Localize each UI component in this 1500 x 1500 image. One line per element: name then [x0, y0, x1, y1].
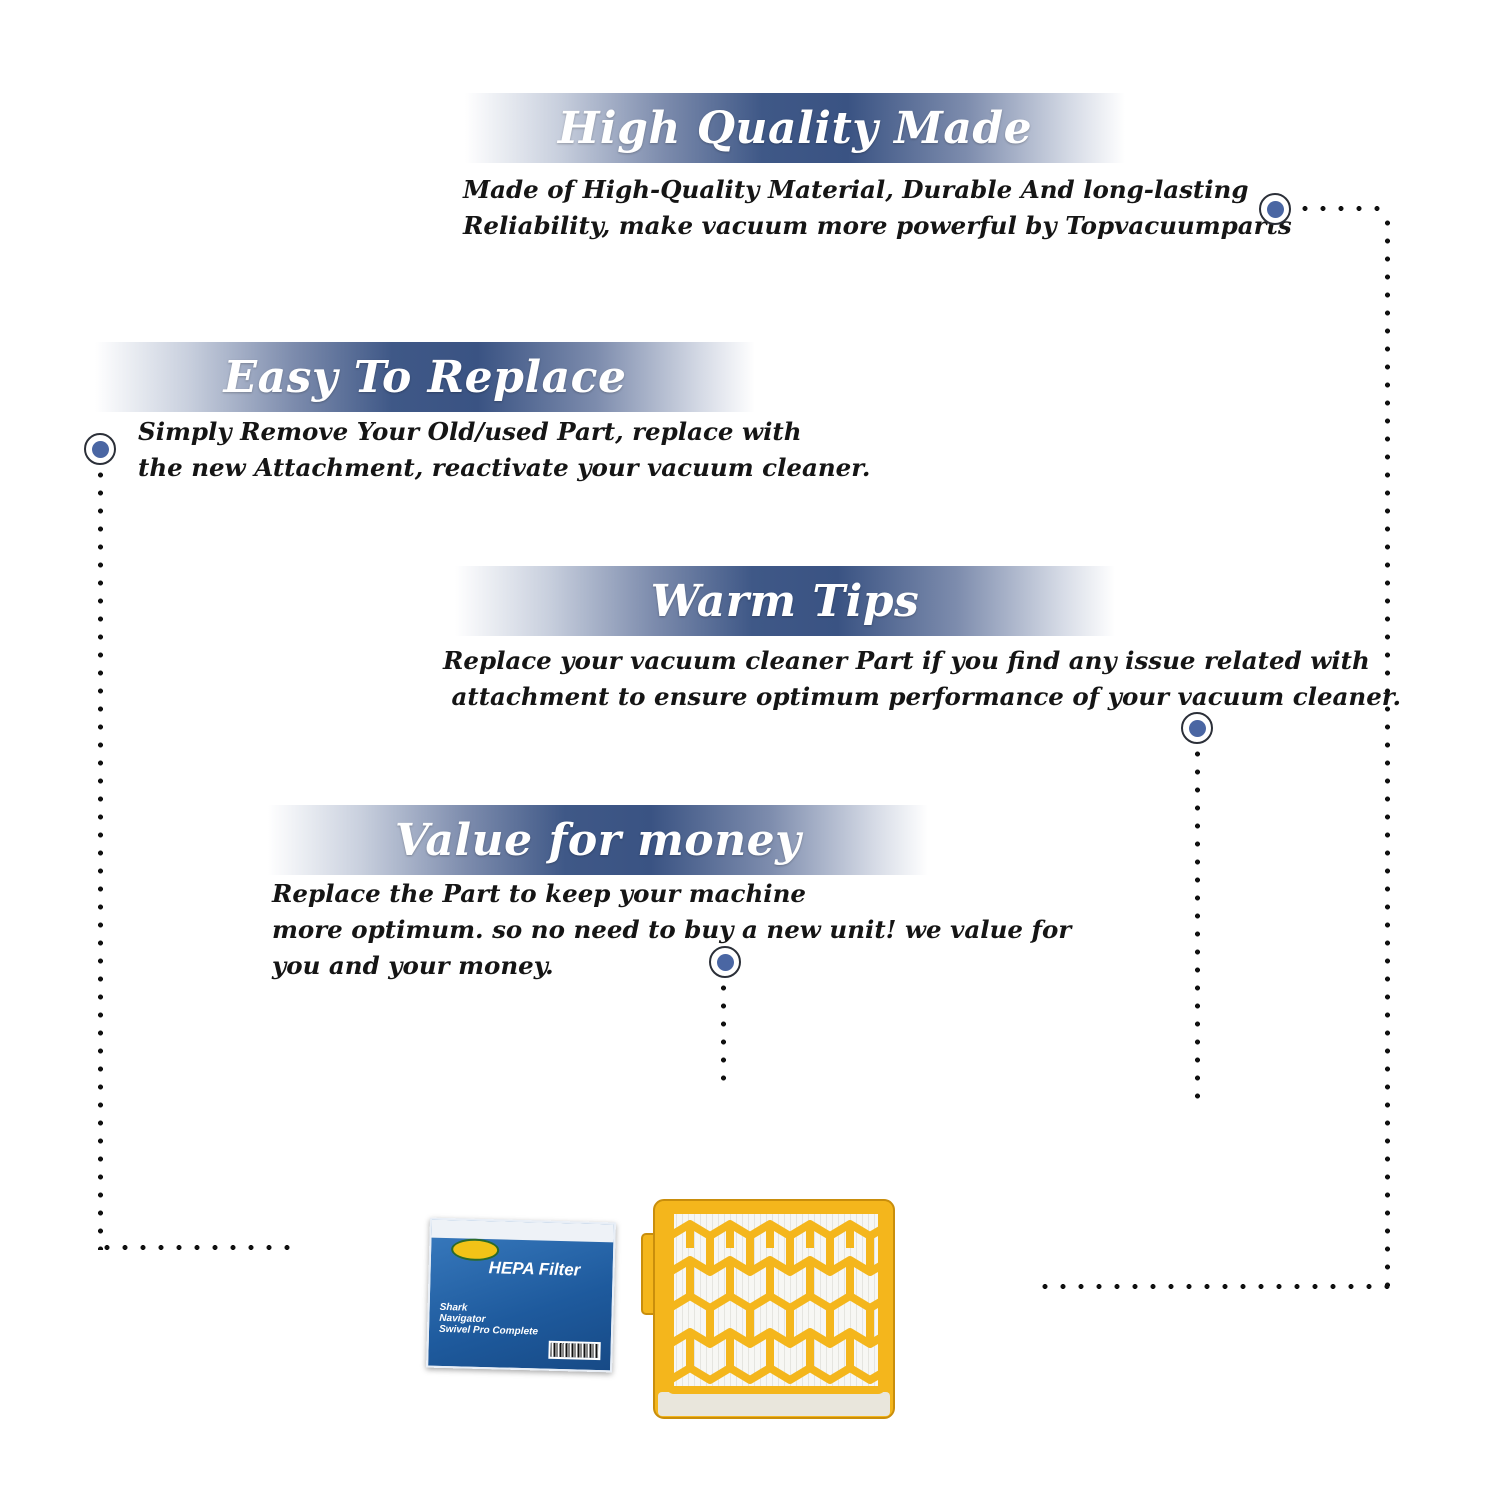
banner-warm-tips: Warm Tips — [455, 566, 1115, 636]
banner-easy-replace: Easy To Replace — [95, 342, 755, 412]
dotted-connector — [98, 466, 103, 1250]
description-line: Replace your vacuum cleaner Part if you … — [443, 646, 1370, 675]
package-title: HEPA Filter — [488, 1258, 581, 1280]
package-models: Shark Navigator Swivel Pro Complete — [439, 1302, 539, 1338]
section-description: Made of High-Quality Material, Durable A… — [463, 172, 1292, 244]
circle-marker-icon — [1259, 193, 1291, 225]
description-line: Replace the Part to keep your machine — [272, 879, 806, 908]
section-description: Replace the Part to keep your machine mo… — [272, 876, 1071, 984]
circle-marker-icon — [709, 946, 741, 978]
description-line: Simply Remove Your Old/used Part, replac… — [138, 417, 802, 446]
package-line: Swivel Pro Complete — [438, 1323, 539, 1338]
hepa-filter-package: HEPA Filter Shark Navigator Swivel Pro C… — [426, 1217, 616, 1373]
dotted-connector — [721, 979, 726, 1093]
circle-marker-icon — [1181, 712, 1213, 744]
section-description: Replace your vacuum cleaner Part if you … — [443, 643, 1401, 715]
package-header-band — [431, 1219, 614, 1243]
section-title: Easy To Replace — [223, 351, 627, 403]
dotted-connector — [1296, 206, 1390, 211]
description-line: more optimum. so no need to buy a new un… — [272, 915, 1072, 944]
section-title: Value for money — [394, 814, 802, 866]
hepa-filter-cartridge — [641, 1199, 895, 1419]
description-line: Made of High-Quality Material, Durable A… — [463, 175, 1249, 204]
barcode-icon — [548, 1340, 601, 1361]
dotted-connector — [1036, 1284, 1390, 1289]
banner-high-quality: High Quality Made — [465, 93, 1125, 163]
circle-marker-icon — [84, 433, 116, 465]
dotted-connector — [1195, 745, 1200, 1107]
section-title: High Quality Made — [557, 102, 1033, 154]
description-line: the new Attachment, reactivate your vacu… — [138, 453, 871, 482]
section-description: Simply Remove Your Old/used Part, replac… — [138, 414, 870, 486]
description-line: you and your money. — [272, 951, 554, 980]
section-title: Warm Tips — [650, 575, 920, 627]
description-line: attachment to ensure optimum performance… — [443, 682, 1402, 711]
banner-value-money: Value for money — [268, 805, 928, 875]
dotted-connector — [1385, 214, 1390, 1292]
dotted-connector — [98, 1245, 298, 1250]
description-line: Reliability, make vacuum more powerful b… — [463, 211, 1292, 240]
